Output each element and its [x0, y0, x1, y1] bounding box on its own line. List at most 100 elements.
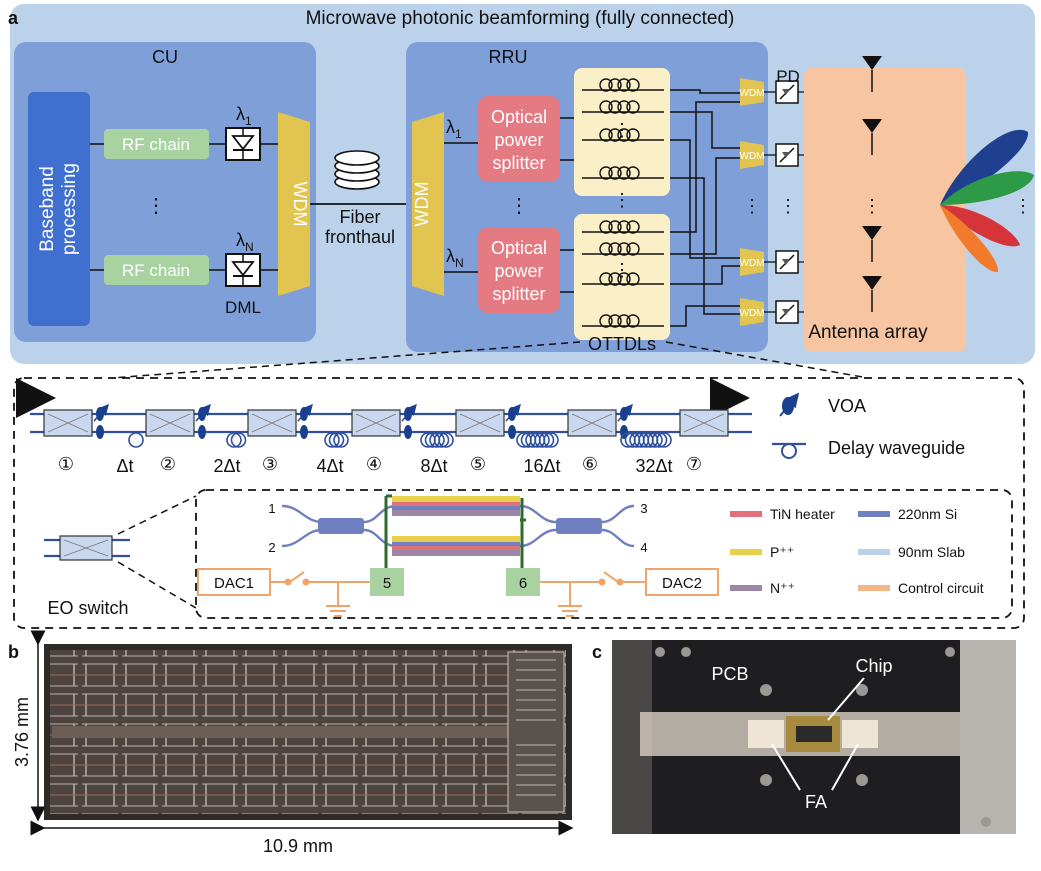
antenna-dots: ⋮ — [863, 196, 881, 216]
delay-waveguide-icon — [226, 432, 247, 448]
baseband-label-line1: Baseband — [37, 166, 58, 252]
antenna-array-block — [804, 68, 966, 352]
panel-a-letter: a — [8, 8, 19, 28]
stage-number: ④ — [366, 454, 382, 474]
delay-label: 16Δt — [523, 456, 560, 476]
voa-legend-icon — [779, 392, 800, 417]
delay-waveguide-icon — [420, 432, 454, 448]
mzi-detail — [281, 494, 635, 570]
photodiode-icon — [775, 143, 799, 167]
dml-label: DML — [225, 298, 261, 317]
splitter-1-line1: Optical — [491, 107, 547, 127]
delay-label: 2Δt — [213, 456, 240, 476]
photodiode-icon — [775, 80, 799, 104]
ottdl-coil-icon — [582, 100, 664, 114]
pd-label: PD — [776, 67, 800, 86]
eo-switch-element — [43, 409, 93, 437]
ottdl-coil-icon — [582, 272, 664, 286]
baseband-label-line2: processing — [59, 163, 80, 255]
cu-wdm-label: WDM — [290, 182, 310, 227]
dac1-label: DAC1 — [214, 575, 254, 592]
legend-swatch — [858, 549, 890, 555]
antenna-icon — [862, 226, 882, 262]
voa-icon — [93, 403, 109, 439]
antenna-icon — [862, 276, 882, 312]
stage-number: ⑥ — [582, 454, 598, 474]
pcb-label: PCB — [711, 664, 748, 684]
pad-6-label: 6 — [519, 575, 527, 592]
splitter-dots: ⋮ — [509, 195, 529, 217]
pad-5-label: 5 — [383, 575, 391, 592]
fiber-label-line1: Fiber — [339, 207, 380, 227]
eo-switch-element — [679, 409, 729, 437]
ottdl-coil-icon — [582, 78, 664, 92]
eo-switch-icon — [44, 535, 130, 561]
fiber-label-line2: fronthaul — [325, 227, 395, 247]
stage-number: ① — [58, 454, 74, 474]
small-wdm-label: WDM — [740, 151, 765, 162]
legend-item-label: P⁺⁺ — [770, 544, 794, 560]
legend-swatch — [858, 511, 890, 517]
delay-waveguide-icon — [620, 432, 672, 448]
baseband-processing-block — [28, 92, 90, 326]
ottdl-dots-1: ⋮ — [613, 120, 631, 140]
antenna-elements — [862, 56, 882, 312]
cu-title: CU — [152, 47, 178, 67]
chip-height-label: 3.76 mm — [12, 697, 32, 767]
rru-wdm-label: WDM — [412, 182, 432, 227]
port-1: 1 — [268, 501, 275, 516]
splitter-1-line3: splitter — [492, 153, 545, 173]
rf-chain-n — [104, 255, 209, 285]
ottdl-dots-mid: ⋮ — [613, 190, 631, 210]
ottdl-dots-n: ⋮ — [613, 260, 631, 280]
antenna-array-label: Antenna array — [808, 322, 928, 343]
chip-label: Chip — [855, 656, 892, 676]
zoom-line-left — [111, 341, 581, 379]
rf-chain-1-label: RF chain — [122, 135, 190, 154]
eo-switch-label: EO switch — [47, 598, 128, 618]
legend-item-label: TiN heater — [770, 506, 835, 522]
ottdl-coil-icon — [582, 242, 664, 256]
eo-switch-element — [351, 409, 401, 437]
optical-power-splitter-1 — [478, 96, 560, 182]
pad-5 — [370, 568, 404, 596]
port-2: 2 — [268, 540, 275, 555]
ottdls-label: OTTDLs — [588, 334, 656, 354]
legend-item-label: 90nm Slab — [898, 544, 965, 560]
fiber-spool-icon — [334, 150, 380, 190]
rf-chain-n-label: RF chain — [122, 261, 190, 280]
eo-switch-element — [455, 409, 505, 437]
splitter-1-line2: power — [494, 130, 543, 150]
legend-item-label: N⁺⁺ — [770, 580, 795, 596]
ottdl-group-1 — [574, 68, 670, 196]
voa-icon — [297, 403, 313, 439]
fa-pointer-right — [831, 743, 859, 791]
delay-waveguide-legend-icon — [772, 442, 806, 459]
delay-label: Δt — [116, 456, 133, 476]
delay-chain-frame — [13, 377, 1025, 629]
small-wdm-label: WDM — [740, 88, 765, 99]
rru-lambda-n: λN — [446, 246, 464, 270]
ottdl-coil-icon — [582, 166, 664, 180]
splitter-n-line1: Optical — [491, 238, 547, 258]
small-wdm-label: WDM — [740, 308, 765, 319]
ottdl-group-n — [574, 214, 670, 340]
eo-switch-element — [247, 409, 297, 437]
pd-dots: ⋮ — [779, 196, 797, 216]
antenna-icon — [862, 56, 882, 92]
rru-title: RRU — [489, 47, 528, 67]
eo-switch-element — [145, 409, 195, 437]
eo-switch-element — [567, 409, 617, 437]
cu-wdm — [278, 112, 310, 296]
small-wdm — [740, 78, 764, 106]
dac2-label: DAC2 — [662, 575, 702, 592]
ottdl-coil-icon — [582, 220, 664, 234]
photodiode-icon — [775, 250, 799, 274]
dml-diode-1 — [225, 127, 261, 161]
small-wdm-label: WDM — [740, 258, 765, 269]
dml-diode-n — [225, 253, 261, 287]
